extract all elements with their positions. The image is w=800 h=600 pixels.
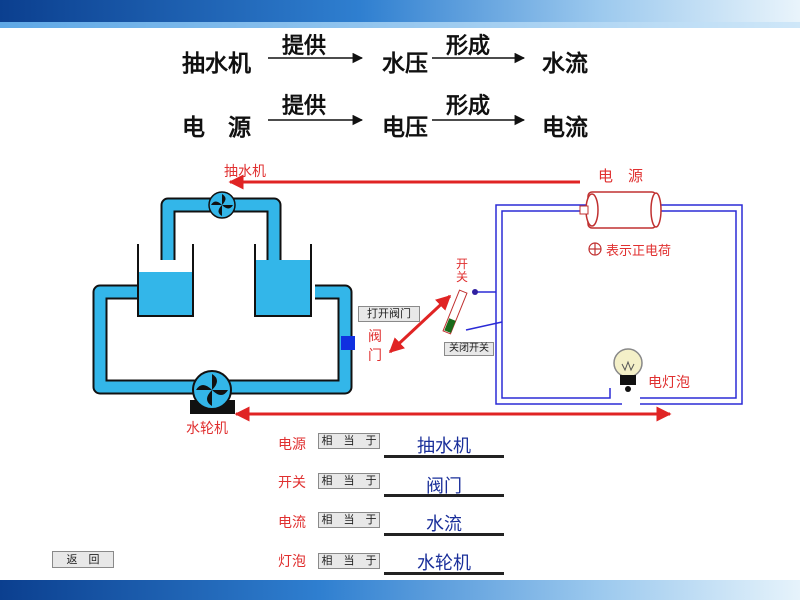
open-valve-button[interactable]: 打开阀门 [358, 306, 420, 322]
analogy-row1-arrow2-label: 形成 [446, 34, 491, 59]
match-term: 电流 [278, 515, 306, 531]
positive-charge-icon [588, 242, 602, 256]
pump-icon [208, 191, 236, 219]
answer-underline [384, 455, 504, 458]
analogy-row1-arrow1-label: 提供 [282, 34, 327, 59]
switch-label-top: 开 [456, 257, 469, 271]
pump-label: 抽水机 [224, 164, 266, 180]
analogy-row2-arrow2-label: 形成 [446, 94, 491, 119]
electric-circuit [465, 204, 743, 405]
right-water-level [255, 260, 311, 316]
top-banner [0, 0, 800, 28]
answer-underline [384, 533, 504, 536]
match-answer: 水轮机 [417, 553, 471, 574]
analogy-row2-source: 电 源 [182, 115, 251, 141]
analogy-row2-arrow1-label: 提供 [282, 94, 327, 119]
close-switch-button[interactable]: 关闭开关 [444, 342, 494, 356]
match-answer: 阀门 [426, 476, 462, 497]
match-button[interactable]: 相 当 于 [318, 473, 380, 489]
valve-switch-arrow [388, 294, 452, 354]
turbine-label: 水轮机 [186, 421, 228, 437]
analogy-row1-middle: 水压 [382, 51, 428, 77]
positive-charge-label: 表示正电荷 [606, 244, 672, 259]
valve-icon[interactable] [341, 336, 355, 350]
analogy-row1-source: 抽水机 [182, 51, 251, 77]
match-answer: 抽水机 [417, 436, 471, 457]
valve-label-top: 阀 [368, 329, 382, 345]
answer-underline [384, 494, 504, 497]
match-button[interactable]: 相 当 于 [318, 433, 380, 449]
power-source-label: 电 源 [598, 167, 644, 185]
valve-label-bottom: 门 [368, 348, 382, 364]
switch-label-bottom: 关 [456, 270, 469, 284]
analogy-row1-result: 水流 [542, 51, 588, 77]
match-term: 电源 [278, 437, 306, 453]
match-term: 开关 [278, 475, 306, 491]
left-water-level [138, 272, 193, 316]
analogy-row2-result: 电流 [542, 115, 588, 141]
back-button[interactable]: 返 回 [52, 551, 114, 568]
answer-underline [384, 572, 504, 575]
light-bulb-icon [613, 348, 643, 392]
battery-icon [579, 191, 662, 229]
match-term: 灯泡 [278, 554, 306, 570]
turbine-icon [190, 370, 235, 414]
match-button[interactable]: 相 当 于 [318, 553, 380, 569]
water-circuit [92, 191, 355, 414]
light-bulb-label: 电灯泡 [648, 375, 690, 391]
bottom-banner [0, 580, 800, 600]
analogy-row2-middle: 电压 [382, 115, 428, 141]
match-answer: 水流 [426, 514, 462, 535]
match-button[interactable]: 相 当 于 [318, 512, 380, 528]
